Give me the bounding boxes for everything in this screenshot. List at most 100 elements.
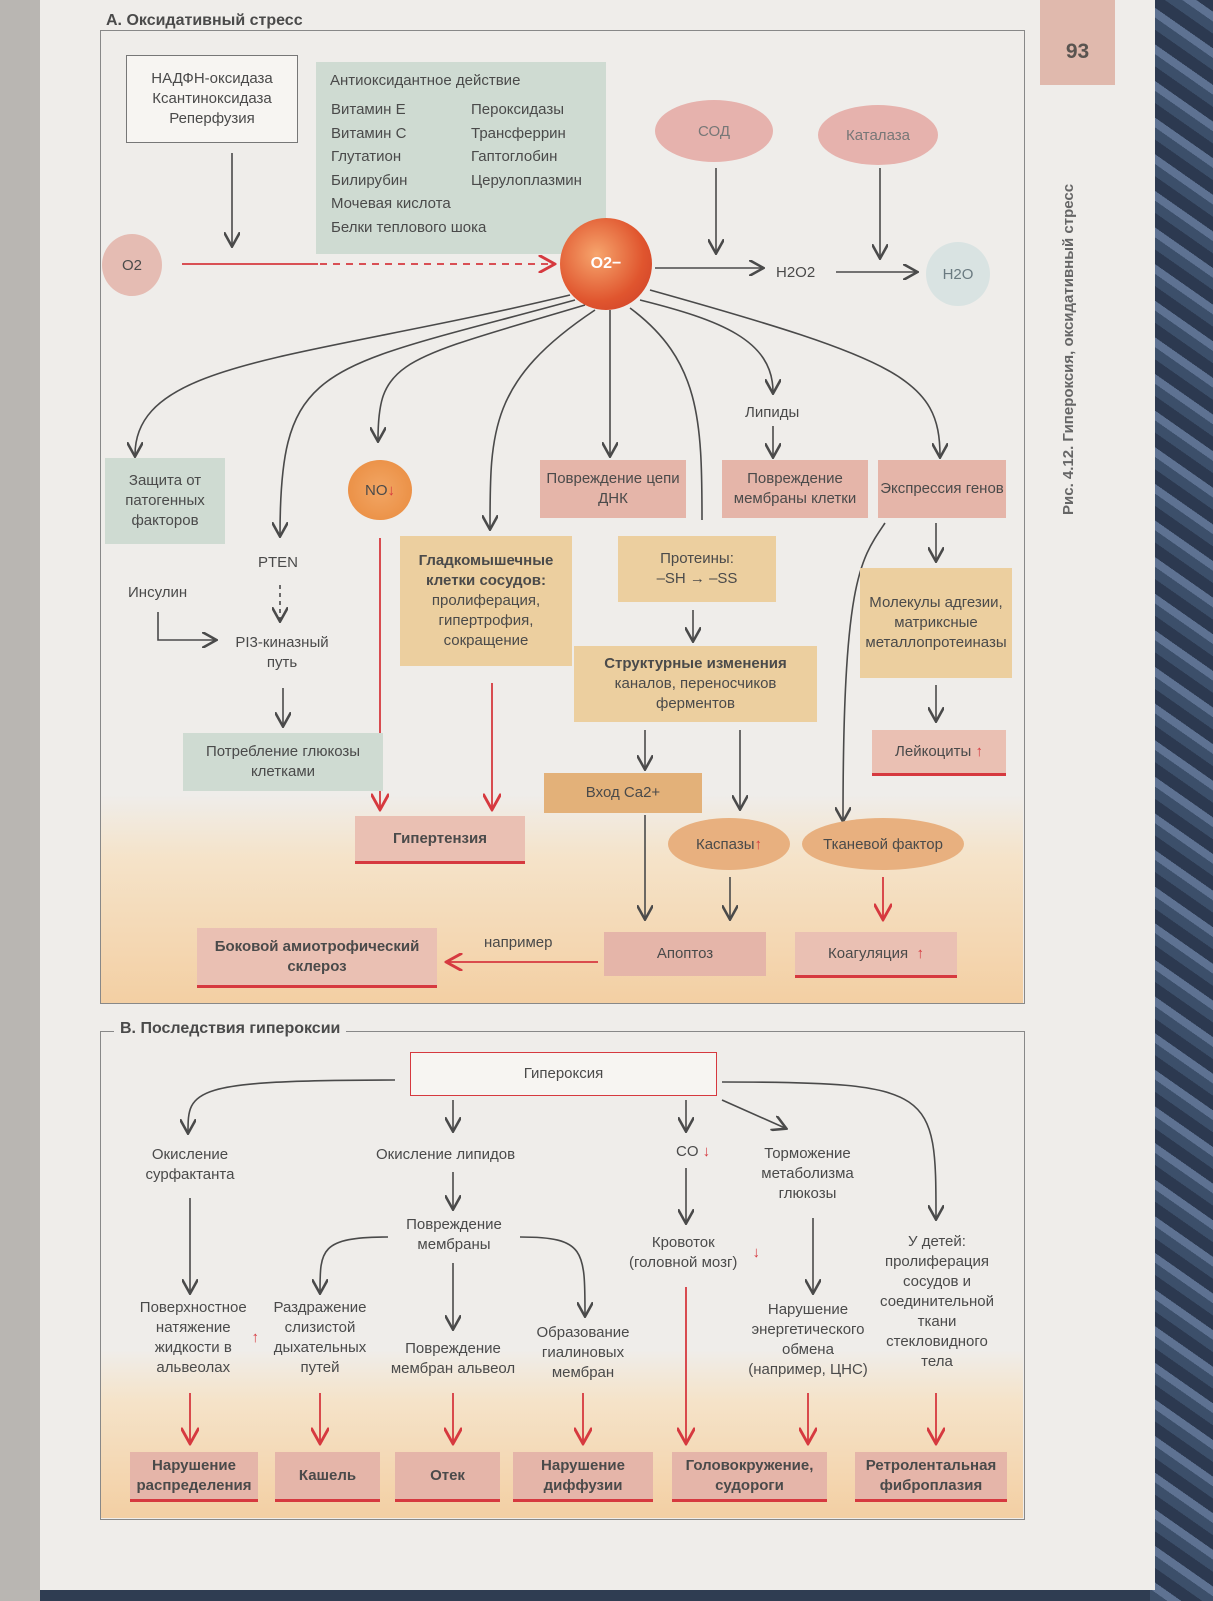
- caspases-ellipse: Каспазы↑: [668, 818, 790, 870]
- h2o-circle: H2O: [926, 242, 990, 306]
- ros-sources-box: НАДФН-оксидаза Ксантиноксидаза Реперфузи…: [126, 55, 298, 143]
- no-label: NO: [365, 481, 388, 499]
- antioxidant-item: Трансферрин: [471, 124, 566, 142]
- outcome-dizziness-label: Головокружение, судороги: [685, 1456, 814, 1494]
- antioxidant-box: Антиоксидантное действие Витамин E Витам…: [316, 62, 606, 254]
- antioxidant-title: Антиоксидантное действие: [330, 72, 521, 89]
- structural-changes-box: Структурные изменения каналов, переносчи…: [574, 646, 817, 722]
- section-b-title: B. Последствия гипероксии: [114, 1020, 347, 1038]
- protection-label: Защита от патогенных факторов: [125, 472, 205, 529]
- outcome-edema: Отек: [395, 1452, 500, 1502]
- membrane-damage-box: Повреждение мембраны клетки: [722, 460, 868, 518]
- antioxidant-item: Глутатион: [331, 148, 402, 165]
- blood-flow: Кровоток (головной мозг)↓: [620, 1228, 760, 1278]
- ca-entry-box: Вход Ca2+: [544, 773, 702, 813]
- caspases-label: Каспазы: [695, 835, 755, 853]
- sod-ellipse: СОД: [655, 100, 773, 162]
- antioxidant-item: Церулоплазмин: [471, 171, 582, 189]
- antioxidant-item: Витамин E: [331, 101, 406, 118]
- antioxidant-item: Витамин C: [331, 124, 407, 142]
- smooth-muscle-text: пролиферация, гипертрофия, сокращение: [431, 592, 541, 649]
- superoxide-circle: O2−: [560, 218, 652, 310]
- protection-box: Защита от патогенных факторов: [105, 458, 225, 544]
- mucosa-irritation-label: Раздражение слизистой дыхательных путей: [273, 1299, 367, 1376]
- background-fabric: [1150, 0, 1213, 1601]
- energy-disturbance-label: Нарушение энергетического обмена (наприм…: [748, 1301, 868, 1378]
- section-a-title: А. Оксидативный стресс: [100, 12, 309, 30]
- smooth-muscle-title: Гладкомышечные клетки сосудов:: [418, 552, 554, 589]
- down-arrow-icon: ↓: [702, 1143, 711, 1160]
- section-b-frame: [100, 1031, 1025, 1520]
- catalase-ellipse: Каталаза: [818, 105, 938, 165]
- glucose-inhibition: Торможение метаболизма глюкозы: [735, 1138, 880, 1210]
- section-a-frame: [100, 30, 1025, 1004]
- hypertension-box: Гипертензия: [355, 816, 525, 864]
- alveolar-damage: Повреждение мембран альвеол: [384, 1334, 522, 1384]
- blood-flow-label: Кровоток (головной мозг): [629, 1234, 738, 1271]
- source-reperfusion: Реперфузия: [169, 110, 255, 127]
- outcome-fibroplasia: Ретролентальная фиброплазия: [855, 1452, 1007, 1502]
- glucose-uptake-label: Потребление глюкозы клетками: [205, 743, 361, 780]
- surfactant-oxidation-label: Окисление сурфактанта: [145, 1146, 235, 1183]
- glucose-uptake-box: Потребление глюкозы клетками: [183, 733, 383, 791]
- h2o2-label: H2O2: [776, 264, 816, 281]
- outcome-fibroplasia-label: Ретролентальная фиброплазия: [865, 1456, 997, 1494]
- pi3k-text: PI3-киназный путь: [235, 634, 329, 671]
- surface-tension-label: Поверхностное натяжение жидкости в альве…: [139, 1299, 247, 1376]
- antioxidant-item: Пероксидазы: [471, 101, 565, 118]
- antioxidant-item: Билирубин: [331, 171, 408, 189]
- leukocytes-box: Лейкоциты ↑: [872, 730, 1006, 776]
- antioxidant-item: Белки теплового шока: [331, 218, 487, 236]
- outcome-distribution: Нарушение распределения: [130, 1452, 258, 1502]
- coagulation-box: Коагуляция ↑: [795, 932, 957, 978]
- co-text: CO: [676, 1143, 699, 1160]
- mucosa-irritation: Раздражение слизистой дыхательных путей: [264, 1290, 376, 1386]
- proteins-formula: –SH → –SS: [656, 570, 738, 587]
- outcome-cough: Кашель: [275, 1452, 380, 1502]
- children-note-label: У детей: пролиферация сосудов и соединит…: [880, 1233, 994, 1370]
- co-label: CO ↓: [676, 1141, 710, 1162]
- up-arrow-icon: ↑: [251, 1329, 260, 1346]
- hyperoxia-box: Гипероксия: [410, 1052, 717, 1096]
- structural-changes-title: Структурные изменения: [604, 655, 787, 672]
- outcome-cough-label: Кашель: [298, 1466, 357, 1484]
- membrane-damage-label: Повреждение мембраны клетки: [733, 470, 857, 507]
- pi3k-label: PI3-киназный путь: [222, 630, 342, 676]
- for-example-label: например: [484, 934, 553, 951]
- up-arrow-icon: ↑: [916, 944, 924, 962]
- page-tab: [1040, 0, 1115, 85]
- energy-disturbance: Нарушение энергетического обмена (наприм…: [744, 1294, 872, 1386]
- hypertension-label: Гипертензия: [393, 829, 487, 847]
- als-box: Боковой амиотрофический склероз: [197, 928, 437, 988]
- gene-expression-box: Экспрессия генов: [878, 460, 1006, 518]
- apoptosis-box: Апоптоз: [604, 932, 766, 976]
- proteins-box: Протеины: –SH → –SS: [618, 536, 776, 602]
- down-arrow-icon: ↓: [387, 481, 396, 499]
- outcome-diffusion: Нарушение диффузии: [513, 1452, 653, 1502]
- antioxidant-item: Гаптоглобин: [471, 148, 558, 165]
- antioxidant-col2: Пероксидазы Трансферрин Гаптоглобин Церу…: [471, 98, 582, 192]
- outcome-dizziness: Головокружение, судороги: [672, 1452, 827, 1502]
- no-circle: NO↓: [348, 460, 412, 520]
- source-nadph: НАДФН-оксидаза: [151, 70, 273, 87]
- antioxidant-item: Мочевая кислота: [331, 195, 451, 212]
- up-arrow-icon: ↑: [975, 742, 983, 760]
- smooth-muscle-box: Гладкомышечные клетки сосудов: пролифера…: [400, 536, 572, 666]
- adhesion-label: Молекулы адгезии, матриксные металлопрот…: [865, 594, 1007, 651]
- page-number: 93: [1065, 40, 1090, 63]
- antioxidant-col1: Витамин E Витамин C Глутатион Билирубин …: [331, 98, 486, 239]
- adhesion-box: Молекулы адгезии, матриксные металлопрот…: [860, 568, 1012, 678]
- surface-tension: Поверхностное натяжение жидкости в альве…: [135, 1290, 259, 1386]
- leukocytes-label: Лейкоциты: [895, 742, 972, 760]
- membrane-damage-b-label: Повреждение мембраны: [406, 1216, 502, 1253]
- hyaline-formation: Образование гиалиновых мембран: [528, 1318, 638, 1388]
- lipids-label: Липиды: [745, 404, 800, 421]
- apoptosis-label: Апоптоз: [656, 945, 714, 962]
- tissue-factor-ellipse: Тканевой фактор: [802, 818, 964, 870]
- gene-expression-label: Экспрессия генов: [880, 480, 1004, 497]
- coagulation-label: Коагуляция: [828, 944, 909, 962]
- alveolar-damage-label: Повреждение мембран альвеол: [390, 1340, 516, 1377]
- dna-damage-label: Повреждение цепи ДНК: [546, 470, 680, 507]
- structural-changes-text: каналов, переносчиков ферментов: [614, 675, 777, 712]
